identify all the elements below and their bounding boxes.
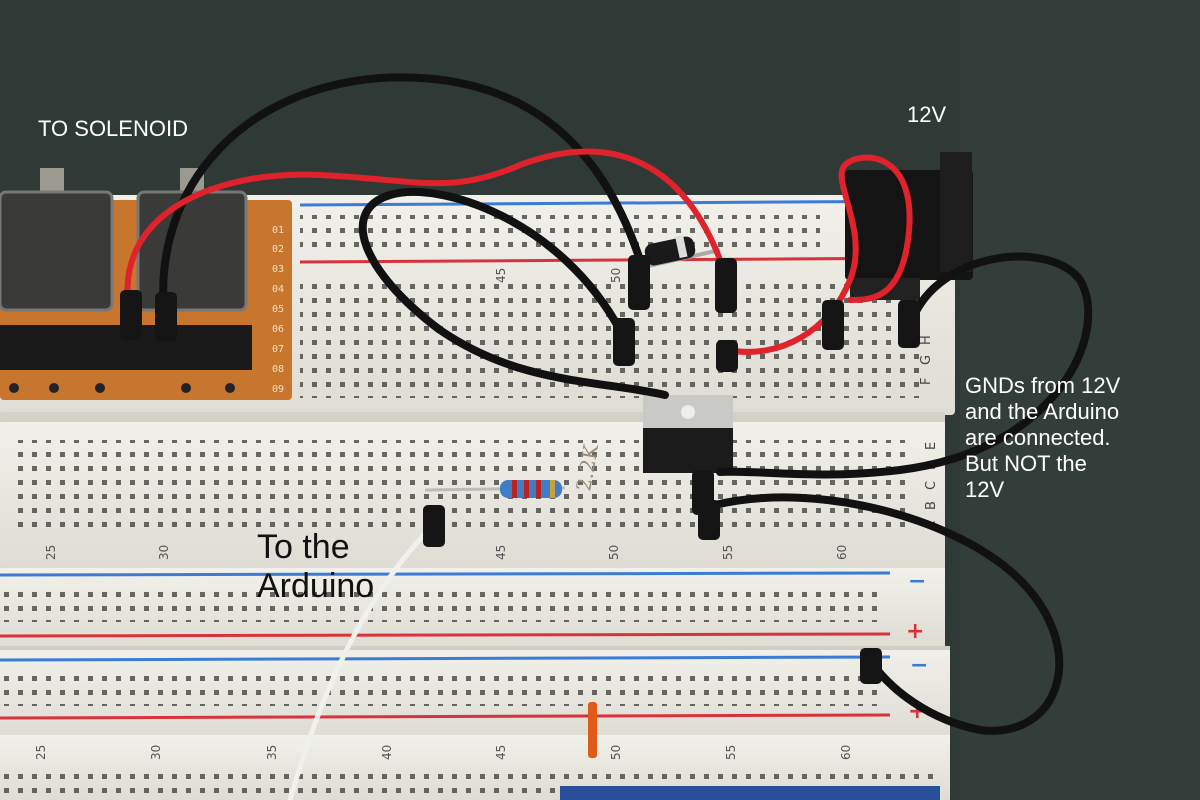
rail-sign-minus-2: − (910, 653, 928, 678)
low-col-25: 25 (34, 745, 48, 760)
mid-col-30: 30 (157, 545, 171, 560)
label-to-solenoid: TO SOLENOID (38, 116, 188, 141)
low-col-50: 50 (609, 745, 623, 760)
svg-text:01: 01 (272, 225, 284, 236)
power-rails-upper: − + (0, 568, 945, 648)
low-col-30: 30 (149, 745, 163, 760)
svg-text:09: 09 (272, 384, 284, 395)
mid-col-60: 60 (835, 545, 849, 560)
label-12v: 12V (907, 102, 947, 127)
label-gnd-note: GNDs from 12V and the Arduino are connec… (965, 373, 1121, 502)
label-to-arduino: To the Arduino (257, 528, 375, 605)
mid-col-25: 25 (44, 545, 58, 560)
resistor (424, 480, 566, 498)
low-col-35: 35 (265, 745, 279, 760)
red-wires (124, 148, 913, 355)
col-label-50: 50 (609, 268, 623, 283)
voltage-regulator (643, 395, 733, 473)
low-col-40: 40 (380, 745, 394, 760)
middle-breadboard: 25 30 45 50 55 60 A B C D E 2.2K (0, 412, 945, 570)
low-col-45: 45 (494, 745, 508, 760)
mid-col-55: 55 (721, 545, 735, 560)
white-wire (287, 522, 436, 800)
row-letter-g: G (919, 355, 934, 365)
row-letter-h: H (919, 335, 934, 345)
table-shade (960, 0, 1200, 800)
low-col-55: 55 (724, 745, 738, 760)
rail-sign-minus-1: − (908, 569, 926, 594)
svg-text:02: 02 (272, 244, 284, 255)
svg-text:04: 04 (272, 284, 284, 295)
svg-text:03: 03 (272, 264, 284, 275)
row-letter-f: F (919, 378, 934, 385)
svg-text:05: 05 (272, 304, 284, 315)
orange-jumper (588, 702, 597, 758)
mid-col-50: 50 (607, 545, 621, 560)
lower-breadboard: 25 30 35 40 45 50 55 60 (0, 735, 950, 800)
rail-sign-plus-1: + (906, 619, 924, 644)
audio-jack-2 (136, 190, 248, 312)
row-letter-b: B (924, 501, 939, 510)
audio-jack-pcb: 01 02 03 04 05 06 07 08 09 (0, 168, 292, 400)
low-col-60: 60 (839, 745, 853, 760)
svg-text:06: 06 (272, 324, 284, 335)
row-letter-c: C (924, 481, 939, 490)
power-rails-lower: − + (0, 646, 950, 738)
wire-plugs (120, 255, 920, 684)
header-pins-board (560, 786, 940, 800)
col-label-45: 45 (494, 268, 508, 283)
svg-text:08: 08 (272, 364, 284, 375)
pcb-numbers: 01 02 03 04 05 06 07 08 09 (272, 225, 284, 395)
row-letter-e: E (924, 442, 939, 450)
mid-col-45: 45 (494, 545, 508, 560)
svg-text:07: 07 (272, 344, 284, 355)
black-wires (159, 73, 1093, 735)
audio-jack-1 (0, 190, 114, 312)
